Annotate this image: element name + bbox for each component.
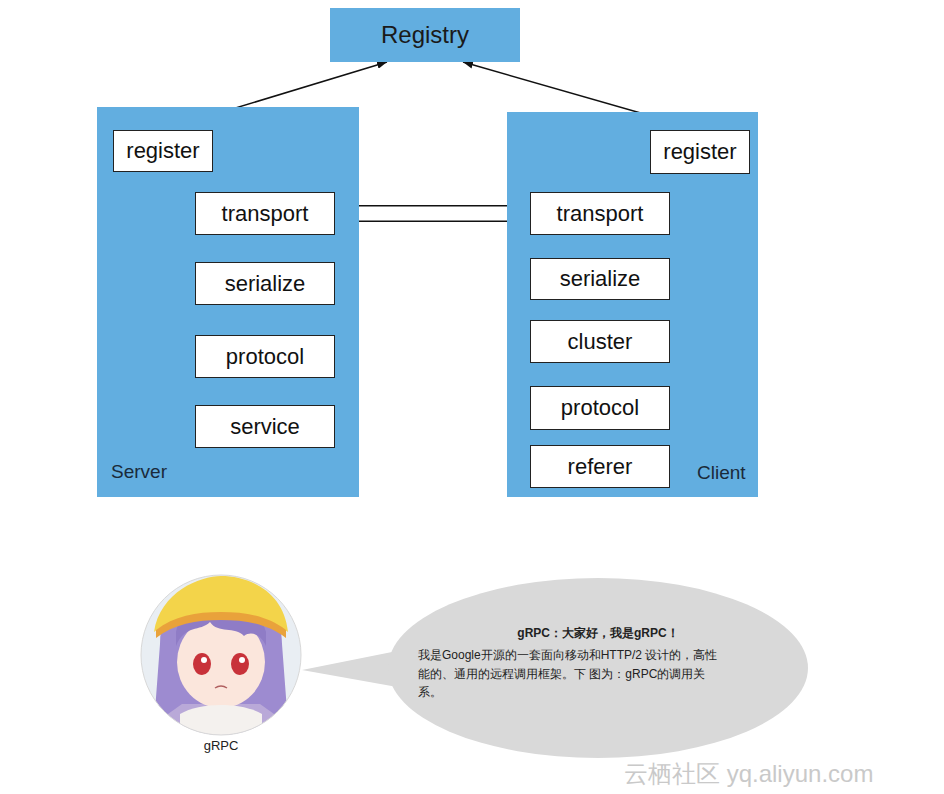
node-label: cluster xyxy=(568,329,633,355)
process-box: transport xyxy=(195,192,335,235)
node-label: Server xyxy=(111,461,167,483)
node-label: serialize xyxy=(225,271,306,297)
watermark: 云栖社区 yq.aliyun.com xyxy=(624,758,873,790)
node-label: serialize xyxy=(560,266,641,292)
process-box: register xyxy=(113,130,213,172)
node-label: service xyxy=(230,414,300,440)
client-panel: Client register transport serialize cluster p… xyxy=(507,112,758,497)
avatar-illustration xyxy=(140,574,302,736)
node-label: register xyxy=(663,139,736,165)
process-box: protocol xyxy=(195,335,335,378)
process-box: serialize xyxy=(195,262,335,305)
bubble-ellipse xyxy=(388,578,808,758)
node-label: referer xyxy=(568,454,633,480)
node-body: 我是Google开源的一套面向移动和HTTP/2 设计的，高性能的、通用的远程调… xyxy=(418,646,718,702)
process-box: service xyxy=(195,405,335,448)
node-label: register xyxy=(126,138,199,164)
node-label: gRPC xyxy=(140,738,302,753)
avatar-circle: gRPC xyxy=(140,574,302,736)
arrow-connector xyxy=(335,220,530,222)
node-label: protocol xyxy=(561,395,639,421)
process-box: protocol xyxy=(530,386,670,430)
node-label: transport xyxy=(222,201,309,227)
speech-bubble: gRPC：大家好，我是gRPC！ 我是Google开源的一套面向移动和HTTP/2… xyxy=(388,578,808,758)
node-label: protocol xyxy=(226,344,304,370)
process-box: cluster xyxy=(530,320,670,363)
process-box: register xyxy=(650,130,750,174)
server-panel: Server register transport serialize protocol… xyxy=(97,107,359,497)
process-box: transport xyxy=(530,192,670,235)
node-label: Registry xyxy=(381,21,469,49)
registry-box: Registry xyxy=(330,8,520,62)
node-label: transport xyxy=(557,201,644,227)
node-label: gRPC：大家好，我是gRPC！ xyxy=(388,624,808,643)
arrow-connector xyxy=(335,205,530,207)
process-box: serialize xyxy=(530,258,670,300)
process-box: referer xyxy=(530,445,670,488)
node-label: Client xyxy=(697,462,746,484)
